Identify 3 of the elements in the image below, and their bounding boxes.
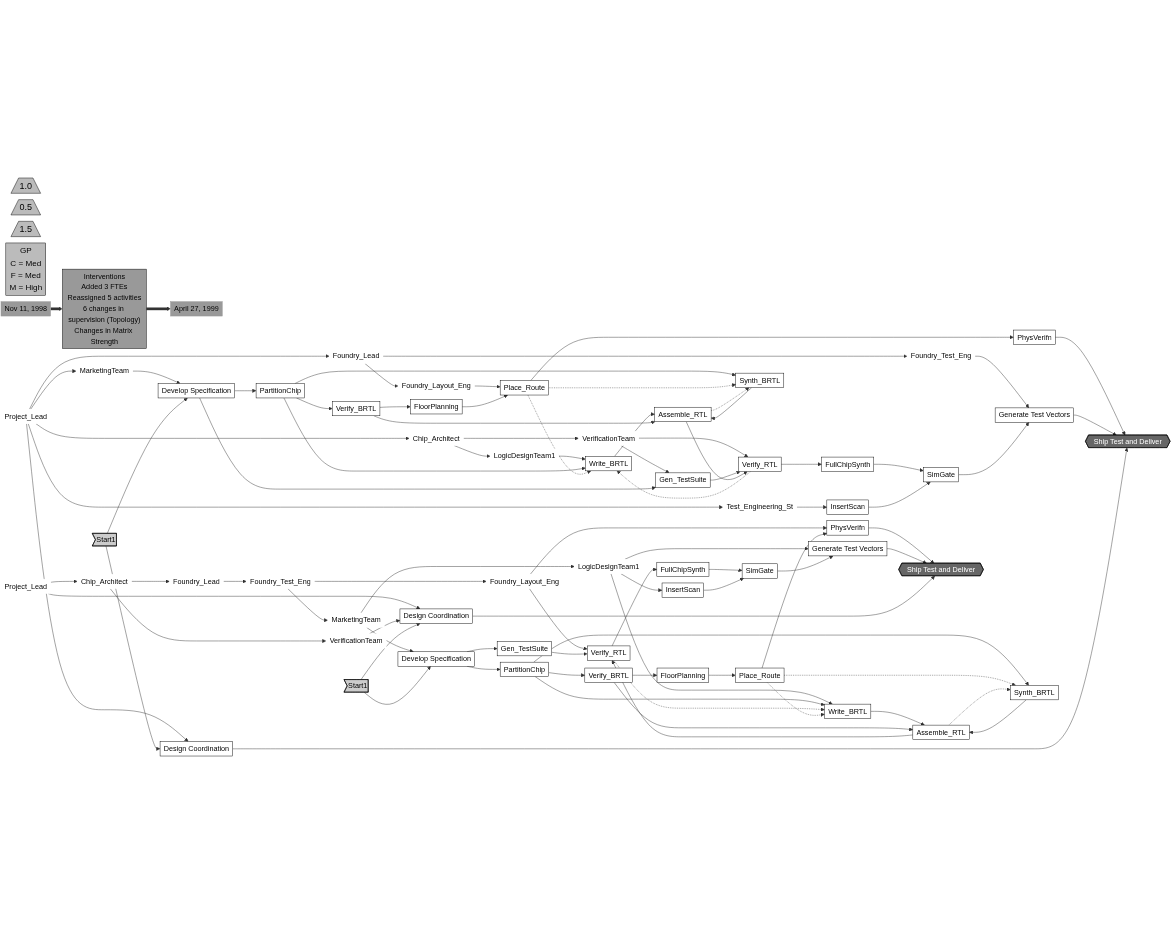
arrow bbox=[145, 306, 171, 311]
arrow bbox=[50, 306, 63, 311]
node-box: GP C = Med F = Med M = High bbox=[5, 242, 46, 296]
